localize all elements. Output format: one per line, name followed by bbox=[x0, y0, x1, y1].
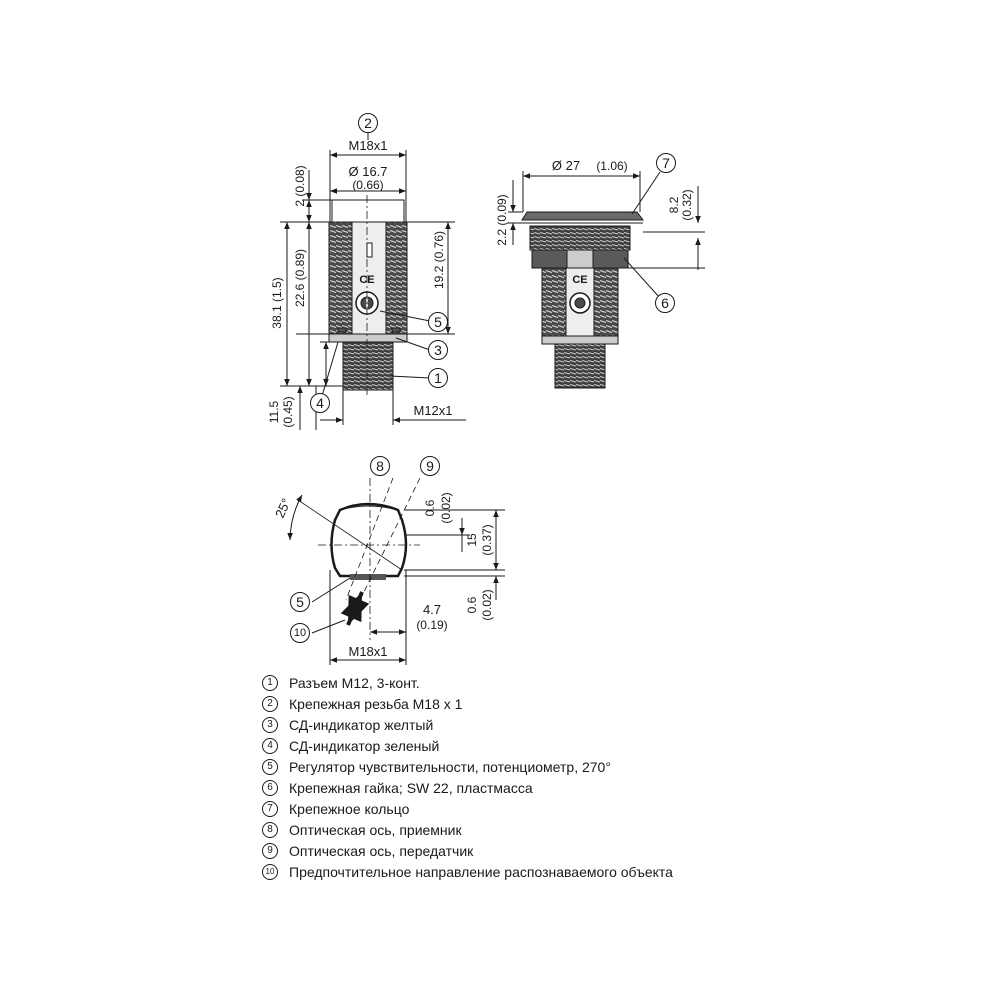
callout-9: 9 bbox=[420, 456, 440, 476]
legend-text: Крепежная гайка; SW 22, пластмасса bbox=[289, 779, 533, 796]
callout-7: 7 bbox=[656, 153, 676, 173]
callout-10: 10 bbox=[290, 623, 310, 643]
legend-text: СД-индикатор желтый bbox=[289, 716, 434, 733]
callout-1: 1 bbox=[428, 368, 448, 388]
legend-item: 9 Оптическая ось, передатчик bbox=[262, 840, 822, 861]
side-ring-label: 2.2 (0.09) bbox=[495, 194, 509, 245]
top-pot-in-label: (0.19) bbox=[416, 618, 447, 632]
legend-num: 5 bbox=[262, 758, 278, 775]
legend-num: 9 bbox=[262, 842, 278, 859]
legend-num: 8 bbox=[262, 821, 278, 838]
svg-text:3: 3 bbox=[434, 342, 442, 358]
top-off1-in-label: (0.02) bbox=[439, 492, 453, 523]
legend-item: 10 Предпочтительное направление распознав… bbox=[262, 861, 822, 882]
callout-8: 8 bbox=[370, 456, 390, 476]
top-width-label: 15 bbox=[465, 533, 479, 547]
front-dia-label: Ø 16.7 bbox=[348, 164, 387, 179]
svg-text:1: 1 bbox=[434, 370, 442, 386]
top-off1-label: 0.6 bbox=[423, 499, 437, 516]
front-body-label: 22.6 (0.89) bbox=[293, 249, 307, 307]
legend-text: Крепежное кольцо bbox=[289, 800, 410, 817]
legend-num: 2 bbox=[262, 695, 278, 712]
legend-num: 1 bbox=[262, 674, 278, 691]
side-nut-label: 8.2 bbox=[667, 196, 681, 213]
legend-num: 4 bbox=[262, 737, 278, 754]
legend-item: 5 Регулятор чувствительности, потенциомет… bbox=[262, 756, 822, 777]
legend-item: 1 Разъем M12, 3-конт. bbox=[262, 672, 822, 693]
legend-item: 3 СД-индикатор желтый bbox=[262, 714, 822, 735]
side-view bbox=[508, 171, 705, 389]
callout-5-front: 5 bbox=[428, 312, 448, 332]
legend-item: 4 СД-индикатор зеленый bbox=[262, 735, 822, 756]
svg-text:9: 9 bbox=[426, 458, 434, 474]
side-dia-label: Ø 27 bbox=[552, 158, 580, 173]
top-angle-label: 25° bbox=[272, 496, 294, 520]
legend-text: Крепежная резьба M18 x 1 bbox=[289, 695, 463, 712]
legend-num: 6 bbox=[262, 779, 278, 796]
callout-6: 6 bbox=[655, 293, 675, 313]
svg-text:8: 8 bbox=[376, 458, 384, 474]
legend-text: Оптическая ось, приемник bbox=[289, 821, 462, 838]
top-off2-in-label: (0.02) bbox=[480, 589, 494, 620]
front-dia-in-label: (0.66) bbox=[352, 178, 383, 192]
top-off2-label: 0.6 bbox=[465, 596, 479, 613]
ce-mark: CE bbox=[359, 274, 374, 286]
top-pot-label: 4.7 bbox=[423, 602, 441, 617]
legend-text: Регулятор чувствительности, потенциометр… bbox=[289, 758, 611, 775]
legend-item: 7 Крепежное кольцо bbox=[262, 798, 822, 819]
front-thread-label: M18x1 bbox=[348, 138, 387, 153]
side-nut-in-label: (0.32) bbox=[680, 189, 694, 220]
legend-text: Предпочтительное направление распознавае… bbox=[289, 863, 673, 880]
top-width-in-label: (0.37) bbox=[480, 524, 494, 555]
top-thread-label: M18x1 bbox=[348, 644, 387, 659]
svg-text:10: 10 bbox=[294, 627, 306, 639]
legend-num: 7 bbox=[262, 800, 278, 817]
legend-text: Оптическая ось, передатчик bbox=[289, 842, 474, 859]
front-conn-thread-label: M12x1 bbox=[413, 403, 452, 418]
svg-text:2: 2 bbox=[364, 115, 372, 131]
legend-text: Разъем M12, 3-конт. bbox=[289, 674, 420, 691]
legend-num: 10 bbox=[262, 863, 278, 880]
svg-text:4: 4 bbox=[316, 395, 324, 411]
legend: 1 Разъем M12, 3-конт. 2 Крепежная резьба M… bbox=[262, 672, 822, 882]
front-top-label: 2 (0.08) bbox=[293, 165, 307, 206]
legend-item: 8 Оптическая ось, приемник bbox=[262, 819, 822, 840]
legend-item: 6 Крепежная гайка; SW 22, пластмасса bbox=[262, 777, 822, 798]
front-conn-len-in-label: (0.45) bbox=[281, 396, 295, 427]
legend-num: 3 bbox=[262, 716, 278, 733]
front-conn-len-label: 11.5 bbox=[267, 400, 281, 423]
legend-item: 2 Крепежная резьба M18 x 1 bbox=[262, 693, 822, 714]
front-thread-len-label: 19.2 (0.76) bbox=[432, 231, 446, 289]
callout-2-front: 2 bbox=[358, 113, 378, 133]
side-dia-in-label: (1.06) bbox=[596, 159, 627, 173]
callout-4: 4 bbox=[310, 393, 330, 413]
side-ce-mark: CE bbox=[572, 274, 587, 286]
svg-text:7: 7 bbox=[662, 155, 670, 171]
svg-text:5: 5 bbox=[434, 314, 442, 330]
front-view bbox=[280, 133, 466, 430]
top-view bbox=[287, 477, 505, 665]
front-total-label: 38.1 (1.5) bbox=[270, 277, 284, 328]
callout-3: 3 bbox=[428, 340, 448, 360]
callout-5-top: 5 bbox=[290, 592, 310, 612]
svg-text:5: 5 bbox=[296, 594, 304, 610]
legend-text: СД-индикатор зеленый bbox=[289, 737, 440, 754]
svg-text:6: 6 bbox=[661, 295, 669, 311]
